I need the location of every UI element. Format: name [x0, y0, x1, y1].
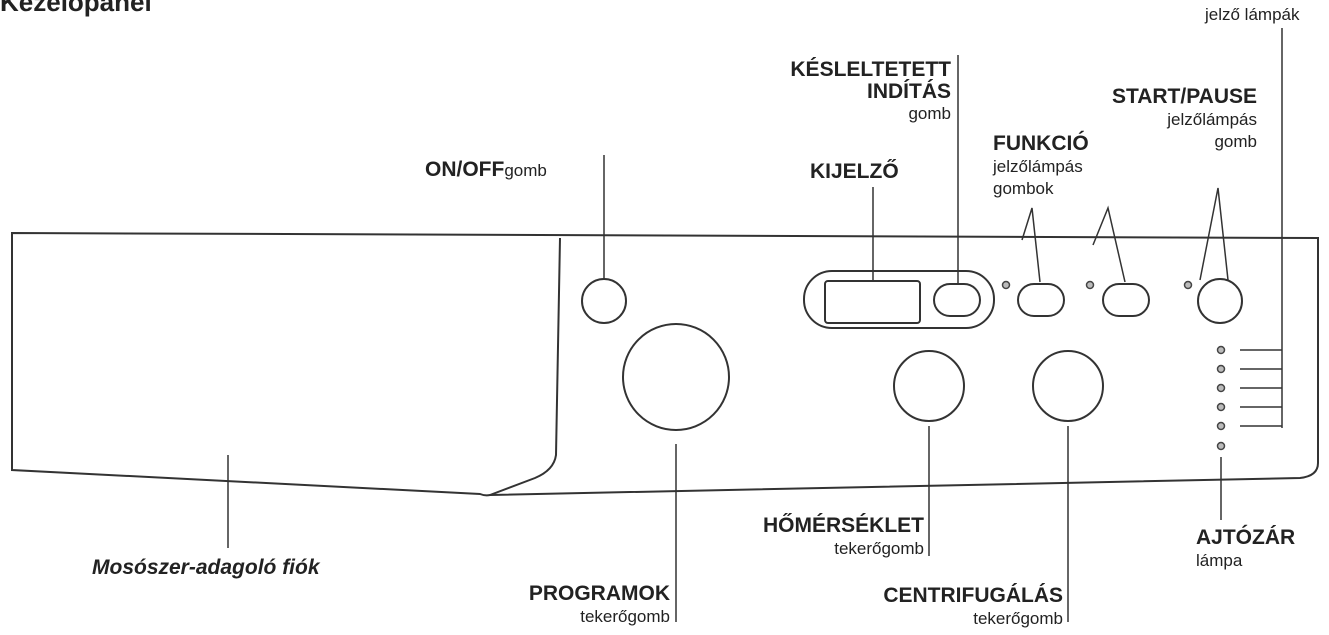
programs-label: PROGRAMOK — [528, 582, 670, 605]
door-lock-label: AJTÓZÁR — [1196, 526, 1296, 549]
delayed-start-button — [933, 283, 981, 317]
spin-knob — [1032, 350, 1104, 422]
display-housing — [803, 270, 995, 329]
programs-sublabel: tekerőgomb — [580, 607, 670, 626]
on-off-button — [581, 278, 627, 324]
drawer-divider — [489, 237, 561, 496]
leader-function-2 — [1092, 205, 1126, 283]
leader-function-1 — [1021, 207, 1041, 283]
panel-outline — [11, 231, 1319, 497]
indicator-lamp-3 — [1216, 383, 1226, 393]
indicator-lamps-label: jelző lámpák — [1205, 5, 1300, 24]
display-screen — [824, 280, 921, 324]
on-off-label-text: ON/OFF — [425, 158, 505, 181]
spin-label: CENTRIFUGÁLÁS — [883, 584, 1063, 607]
function-button-2 — [1102, 283, 1150, 317]
page-title: Kezelőpanel — [0, 0, 152, 17]
display-label: KIJELZŐ — [810, 160, 899, 183]
function-sublabel-1: jelzőlámpás — [993, 157, 1083, 176]
function-sublabel-2: gombok — [993, 179, 1054, 198]
start-pause-sublabel-1: jelzőlámpás — [1167, 110, 1257, 129]
indicator-lamp-2 — [1216, 364, 1226, 374]
on-off-sublabel: gomb — [504, 161, 547, 180]
start-pause-lamp — [1183, 280, 1193, 290]
temperature-sublabel: tekerőgomb — [834, 539, 924, 558]
delayed-start-label-line1: KÉSLELTETETT — [790, 58, 951, 81]
function-button-1 — [1017, 283, 1065, 317]
indicator-lamp-5 — [1216, 421, 1226, 431]
leader-start-pause — [1199, 187, 1229, 281]
start-pause-button — [1197, 278, 1243, 324]
function-lamp-2 — [1085, 280, 1095, 290]
indicator-lamp-4 — [1216, 402, 1226, 412]
door-lock-lamp — [1216, 441, 1226, 451]
delayed-start-sublabel: gomb — [908, 104, 951, 123]
temperature-knob — [893, 350, 965, 422]
function-lamp-1 — [1001, 280, 1011, 290]
on-off-label: ON/OFFgomb — [425, 158, 547, 181]
start-pause-sublabel-2: gomb — [1214, 132, 1257, 151]
start-pause-label: START/PAUSE — [1111, 85, 1257, 108]
door-lock-sublabel: lámpa — [1196, 551, 1243, 570]
temperature-label: HŐMÉRSÉKLET — [762, 514, 924, 537]
programs-knob — [622, 323, 730, 431]
function-label: FUNKCIÓ — [993, 132, 1089, 155]
spin-sublabel: tekerőgomb — [973, 609, 1063, 628]
drawer-label: Mosószer-adagoló fiók — [92, 556, 320, 579]
delayed-start-label-line2: INDÍTÁS — [867, 80, 951, 103]
indicator-lamp-1 — [1216, 345, 1226, 355]
